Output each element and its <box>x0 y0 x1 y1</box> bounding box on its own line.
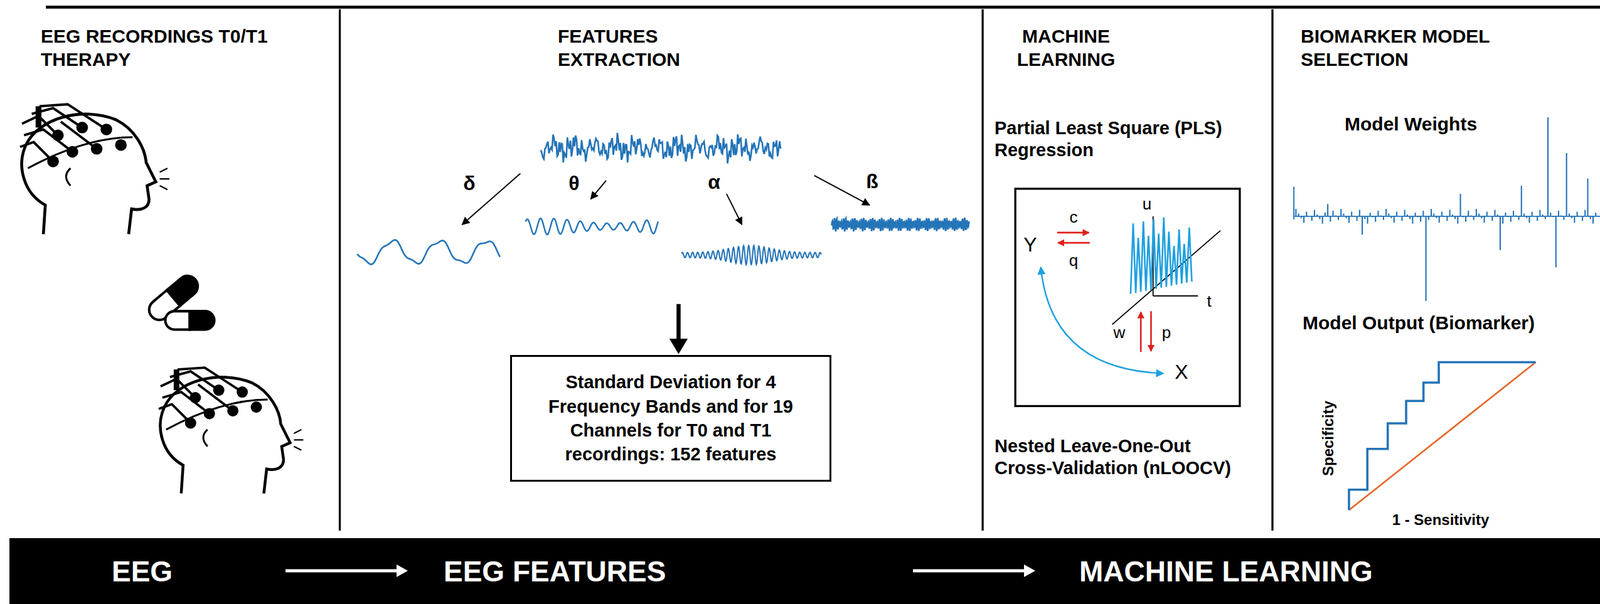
band-text: EEG <box>111 557 173 587</box>
band-text: EEG FEATURES <box>443 557 666 587</box>
delta-wave <box>357 239 501 265</box>
chance-line <box>1349 362 1536 511</box>
symbol-label: u <box>1142 195 1152 213</box>
curved-arrow <box>1040 267 1164 374</box>
symbol-label: X <box>1174 362 1188 383</box>
alpha-wave <box>681 245 821 265</box>
symbol-label: Y <box>1023 234 1037 255</box>
panel-title: Model Output (Biomarker) <box>1302 311 1535 336</box>
process-box: Standard Deviation for 4 Frequency Bands… <box>510 355 832 482</box>
band-symbol: δ <box>463 171 475 196</box>
band-symbol: ß <box>865 169 879 194</box>
column-header: FEATURES EXTRACTION <box>557 25 728 71</box>
divider <box>981 9 984 531</box>
down-arrow <box>676 304 681 342</box>
head-icon <box>158 367 304 494</box>
axis-label: Specificity <box>1318 400 1338 477</box>
band-arrows <box>462 173 870 225</box>
column-header: EEG RECORDINGS T0/T1 THERAPY <box>40 25 317 71</box>
beta-wave <box>831 217 969 232</box>
divider <box>1271 9 1274 531</box>
method-title: Nested Leave-One-Out Cross-Validation (n… <box>994 435 1246 480</box>
latent-signal <box>1130 217 1193 294</box>
theta-wave <box>525 218 659 235</box>
divider <box>338 9 341 531</box>
pls-frame <box>1015 188 1240 406</box>
method-title: Partial Least Square (PLS) Regression <box>994 117 1233 162</box>
axis-label: 1 - Sensitivity <box>1392 510 1490 529</box>
white-arrow-head <box>1024 564 1036 578</box>
top-rule <box>45 5 1600 9</box>
symbol-label: q <box>1069 252 1078 269</box>
pipeline-band: EEG EEG FEATURES MACHINE LEARNING <box>9 538 1600 604</box>
white-arrow <box>912 569 1027 573</box>
weight-bars <box>1295 117 1596 302</box>
white-arrow-head <box>396 564 408 578</box>
axes <box>1112 216 1221 325</box>
symbol-label: w <box>1113 324 1126 341</box>
axis <box>1293 186 1295 220</box>
column-header: MACHINE LEARNING <box>978 25 1154 71</box>
pls-box: Yc q u t w pX <box>1015 188 1240 406</box>
roc-curve <box>1349 362 1536 511</box>
down-arrow-head <box>669 338 688 354</box>
symbol-label: t <box>1206 293 1211 310</box>
panel-title: Model Weights <box>1344 112 1478 137</box>
column-header: BIOMARKER MODEL SELECTION <box>1300 25 1565 71</box>
head-icon <box>20 104 170 235</box>
symbol-label: p <box>1162 324 1171 341</box>
box-text: Standard Deviation for 4 Frequency Bands… <box>524 370 817 467</box>
symbol-label: c <box>1069 208 1078 226</box>
band-symbol: θ <box>568 171 580 196</box>
eeg-signal <box>540 133 781 164</box>
band-text: MACHINE LEARNING <box>1079 557 1373 587</box>
white-arrow <box>285 569 400 573</box>
pill-icon <box>165 311 214 330</box>
band-symbol: α <box>707 170 721 195</box>
